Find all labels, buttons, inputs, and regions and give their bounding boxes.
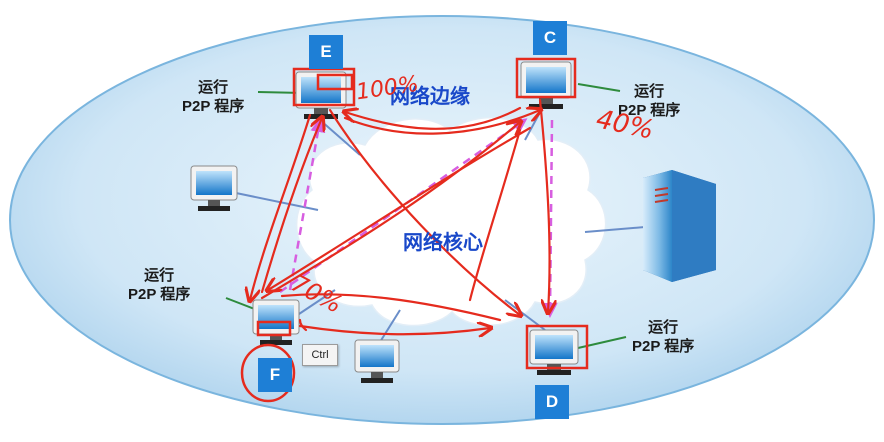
node-c-badge: C bbox=[533, 21, 567, 55]
network-edge-label: 网络边缘 bbox=[390, 86, 470, 108]
ctrl-tooltip: Ctrl bbox=[302, 344, 338, 366]
node-e-badge: E bbox=[309, 35, 343, 69]
label-e-line1: 运行 bbox=[198, 79, 229, 96]
label-c-line2: P2P 程序 bbox=[618, 102, 681, 119]
host-f-circle bbox=[240, 343, 296, 403]
label-f-line2: P2P 程序 bbox=[128, 286, 191, 303]
host-c-highlight bbox=[515, 57, 577, 99]
label-e-run: 运行 P2P 程序 bbox=[182, 78, 244, 116]
label-f-line1: 运行 bbox=[144, 267, 175, 284]
label-d-line2: P2P 程序 bbox=[632, 338, 695, 355]
label-d-line1: 运行 bbox=[648, 319, 679, 336]
host-left-computer[interactable] bbox=[190, 165, 238, 211]
host-e-inner-highlight bbox=[316, 73, 354, 91]
host-d-highlight bbox=[525, 324, 589, 370]
host-f-highlight bbox=[256, 320, 292, 337]
node-d-badge: D bbox=[535, 385, 569, 419]
handwritten-arrows bbox=[250, 98, 550, 334]
highlight-boxes bbox=[256, 57, 589, 370]
label-e-line2: P2P 程序 bbox=[182, 98, 245, 115]
host-d-computer[interactable] bbox=[529, 329, 579, 375]
host-c-computer[interactable] bbox=[520, 61, 572, 109]
network-core-label: 网络核心 bbox=[403, 232, 483, 254]
server-icon[interactable] bbox=[643, 170, 716, 282]
host-e-highlight bbox=[292, 67, 356, 107]
label-c-run: 运行 P2P 程序 bbox=[618, 82, 680, 120]
label-c-line1: 运行 bbox=[634, 83, 665, 100]
host-bottom-computer[interactable] bbox=[354, 339, 400, 383]
label-d-run: 运行 P2P 程序 bbox=[632, 318, 694, 356]
node-f-badge: F bbox=[258, 358, 292, 392]
host-f-computer[interactable] bbox=[252, 299, 300, 345]
label-f-run: 运行 P2P 程序 bbox=[128, 266, 190, 304]
network-core-cloud bbox=[295, 117, 607, 327]
